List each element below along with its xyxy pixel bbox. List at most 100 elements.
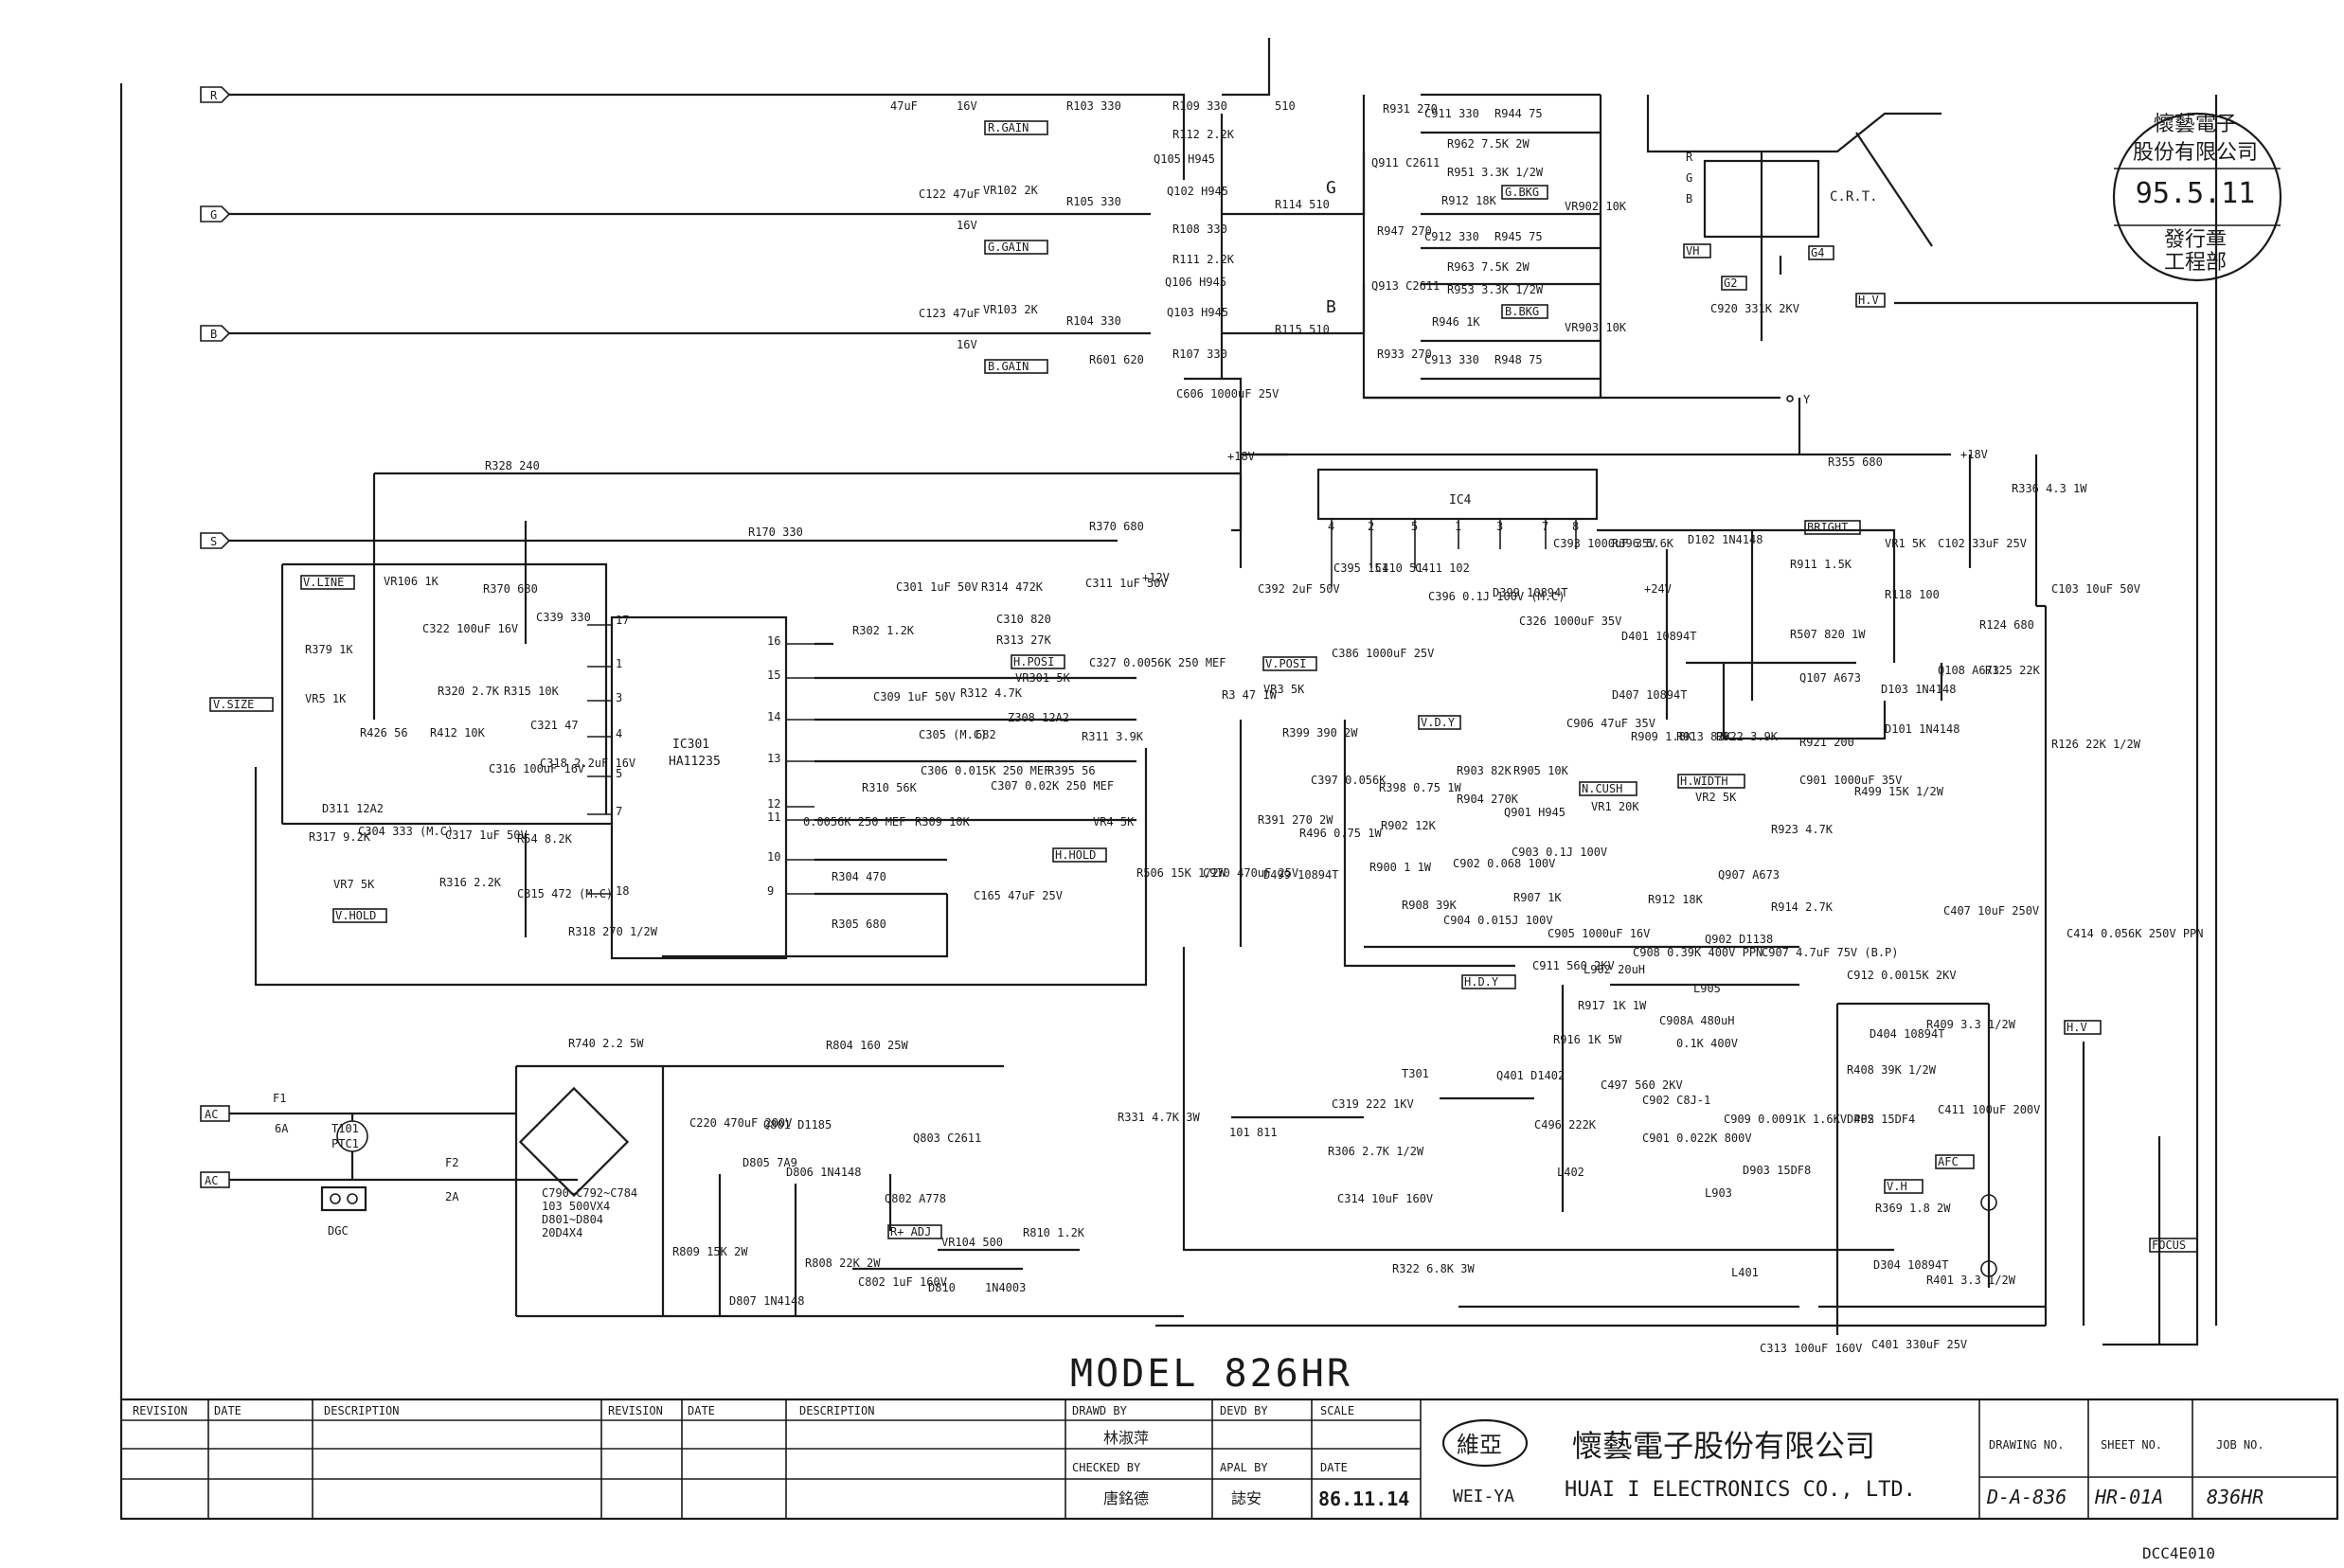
l902-label: L902 20uH bbox=[1584, 963, 1645, 976]
f2-label: F2 bbox=[445, 1156, 458, 1169]
q106-label: Q106 H945 bbox=[1165, 276, 1226, 289]
t101-value: PTC1 bbox=[331, 1137, 359, 1150]
input-r-label: R bbox=[210, 89, 218, 102]
z308-label: Z308 12A2 bbox=[1008, 711, 1069, 724]
q901-label: Q901 H945 bbox=[1504, 806, 1566, 819]
c606-label: C606 1000uF 25V bbox=[1176, 387, 1279, 401]
dgc-label: DGC bbox=[328, 1224, 349, 1238]
q101-label: 101 811 bbox=[1229, 1126, 1278, 1139]
d810b-label: 1N4003 bbox=[985, 1281, 1026, 1294]
c903-label: C903 0.1J 100V bbox=[1512, 846, 1607, 859]
d903-label: D903 15DF8 bbox=[1743, 1164, 1811, 1177]
video-amp-section: R.GAIN G.GAIN B.GAIN 47uF C122 47uF C123… bbox=[890, 38, 2199, 532]
svg-text:16: 16 bbox=[767, 634, 780, 648]
r601-label: R601 620 bbox=[1089, 353, 1144, 366]
v16-b: 16V bbox=[957, 219, 977, 232]
r916-label: R916 1K 5W bbox=[1553, 1033, 1622, 1046]
stamp-line3: 發行章 bbox=[2164, 228, 2227, 252]
bridge-b: 103 500VX4 bbox=[542, 1200, 610, 1213]
r313-label: R313 27K bbox=[996, 633, 1052, 647]
r912a-label: R912 18K bbox=[1441, 194, 1497, 207]
r951-label: R951 3.3K 1/2W bbox=[1447, 166, 1544, 179]
r904-label: R904 270K bbox=[1457, 793, 1519, 806]
c912-label: C912 330 bbox=[1424, 230, 1479, 243]
svg-text:17: 17 bbox=[616, 614, 629, 627]
svg-text:18: 18 bbox=[616, 884, 629, 898]
d404-label: D404 10894T bbox=[1870, 1027, 1944, 1041]
r921-label: R921 200 bbox=[1799, 736, 1854, 749]
b-gain-box: B.GAIN bbox=[988, 360, 1029, 373]
tb-description-2: DESCRIPTION bbox=[799, 1404, 874, 1417]
v16-a: 16V bbox=[957, 99, 977, 113]
r113-label: 510 bbox=[1275, 99, 1296, 113]
net-b: B bbox=[1326, 297, 1336, 317]
c909-label: C909 0.0091K 1.6KV PPS bbox=[1724, 1113, 1874, 1126]
vr1b-label: VR1 20K bbox=[1591, 800, 1639, 813]
r810-label: R810 1.2K bbox=[1023, 1226, 1085, 1239]
c920-label: C920 331K 2KV bbox=[1710, 302, 1799, 315]
r740-label: R740 2.2 5W bbox=[568, 1037, 644, 1050]
weiya-logo bbox=[1441, 1418, 1529, 1468]
r379-label: R379 1K bbox=[305, 643, 353, 656]
r506-label: R506 15K 1/2W bbox=[1136, 866, 1226, 880]
r3x-label: R3 47 1W bbox=[1222, 688, 1278, 702]
f1-label: F1 bbox=[273, 1092, 286, 1105]
r306-label: R306 2.7K 1/2W bbox=[1328, 1145, 1424, 1158]
q801-label: Q801 D1185 bbox=[763, 1118, 832, 1131]
tb-job-no: JOB NO. bbox=[2216, 1438, 2264, 1452]
c393-label: C393 1000uF 35V bbox=[1553, 537, 1655, 550]
r946-label: R946 1K bbox=[1432, 315, 1480, 329]
vr103-label: VR103 2K bbox=[983, 303, 1039, 316]
vr3-label: VR3 5K bbox=[1263, 683, 1305, 696]
c401-label: C401 330uF 25V bbox=[1871, 1338, 1967, 1351]
v-d-y-box: V.D.Y bbox=[1421, 716, 1456, 729]
r913-label: R913 82K bbox=[1676, 730, 1732, 743]
crt-g: G bbox=[1686, 171, 1692, 185]
n-cush-box: N.CUSH bbox=[1582, 782, 1622, 795]
d407-label: D407 10894T bbox=[1612, 688, 1687, 702]
d311-label: D311 12A2 bbox=[322, 802, 384, 815]
h-posi-box: H.POSI bbox=[1013, 655, 1054, 668]
r310-label: R310 56K bbox=[862, 781, 918, 794]
d304-label: D304 10894T bbox=[1873, 1258, 1948, 1272]
c305-label: C305 (M.C) bbox=[919, 728, 987, 741]
r318-label: R318 270 1/2W bbox=[568, 925, 658, 938]
r-gain-box: R.GAIN bbox=[988, 121, 1029, 134]
r328-label: R328 240 bbox=[485, 459, 540, 472]
svg-text:9: 9 bbox=[767, 884, 774, 898]
plus18v-a: +18V bbox=[1227, 450, 1255, 463]
c386-label: C386 1000uF 25V bbox=[1332, 647, 1434, 660]
tb-date-1: DATE bbox=[214, 1404, 242, 1417]
input-g-label: G bbox=[210, 208, 217, 222]
tb-drawing-value: D-A-836 bbox=[1986, 1486, 2067, 1508]
tb-drawing-no: DRAWING NO. bbox=[1989, 1438, 2064, 1452]
sheet-frame bbox=[119, 83, 2218, 1399]
c309-label: C309 1uF 50V bbox=[873, 690, 956, 704]
input-ac2-label: AC bbox=[205, 1174, 218, 1187]
net-g: G bbox=[1326, 178, 1336, 198]
c102-label: C102 33uF 25V bbox=[1938, 537, 2027, 550]
r908-label: R908 39K bbox=[1402, 899, 1458, 912]
svg-text:5: 5 bbox=[616, 767, 622, 780]
r331-label: R331 4.7K 3W bbox=[1118, 1111, 1200, 1124]
r314-label: R314 472K bbox=[981, 580, 1044, 594]
deflection-section: R328 240 R170 330 R370 680 R370 680 V.LI… bbox=[209, 459, 1243, 987]
b-bkg-box: B.BKG bbox=[1505, 305, 1539, 318]
q907-label: Q907 A673 bbox=[1718, 868, 1780, 882]
c908a-label: C908A 480uH bbox=[1659, 1014, 1734, 1027]
c396-label: C396 0.1J 100V (M.C) bbox=[1428, 590, 1566, 603]
c911b-label: C911 560 2KV bbox=[1532, 959, 1615, 972]
r370a-label: R370 680 bbox=[1089, 520, 1144, 533]
c313-label: C313 100uF 160V bbox=[1760, 1342, 1862, 1355]
r905-label: R905 10K bbox=[1513, 764, 1569, 777]
c901b-label: C901 0.022K 800V bbox=[1642, 1131, 1752, 1145]
bridge-rectifier bbox=[518, 1086, 630, 1198]
d807-label: D807 1N4148 bbox=[729, 1294, 804, 1308]
r355-label: R355 680 bbox=[1828, 455, 1883, 469]
r963-label: R963 7.5K 2W bbox=[1447, 260, 1530, 274]
r909-label: R909 1.8K bbox=[1631, 730, 1693, 743]
h-width-box: H.WIDTH bbox=[1680, 775, 1728, 788]
c911-label: C911 330 bbox=[1424, 107, 1479, 120]
r54-label: R54 8.2K bbox=[517, 832, 573, 846]
